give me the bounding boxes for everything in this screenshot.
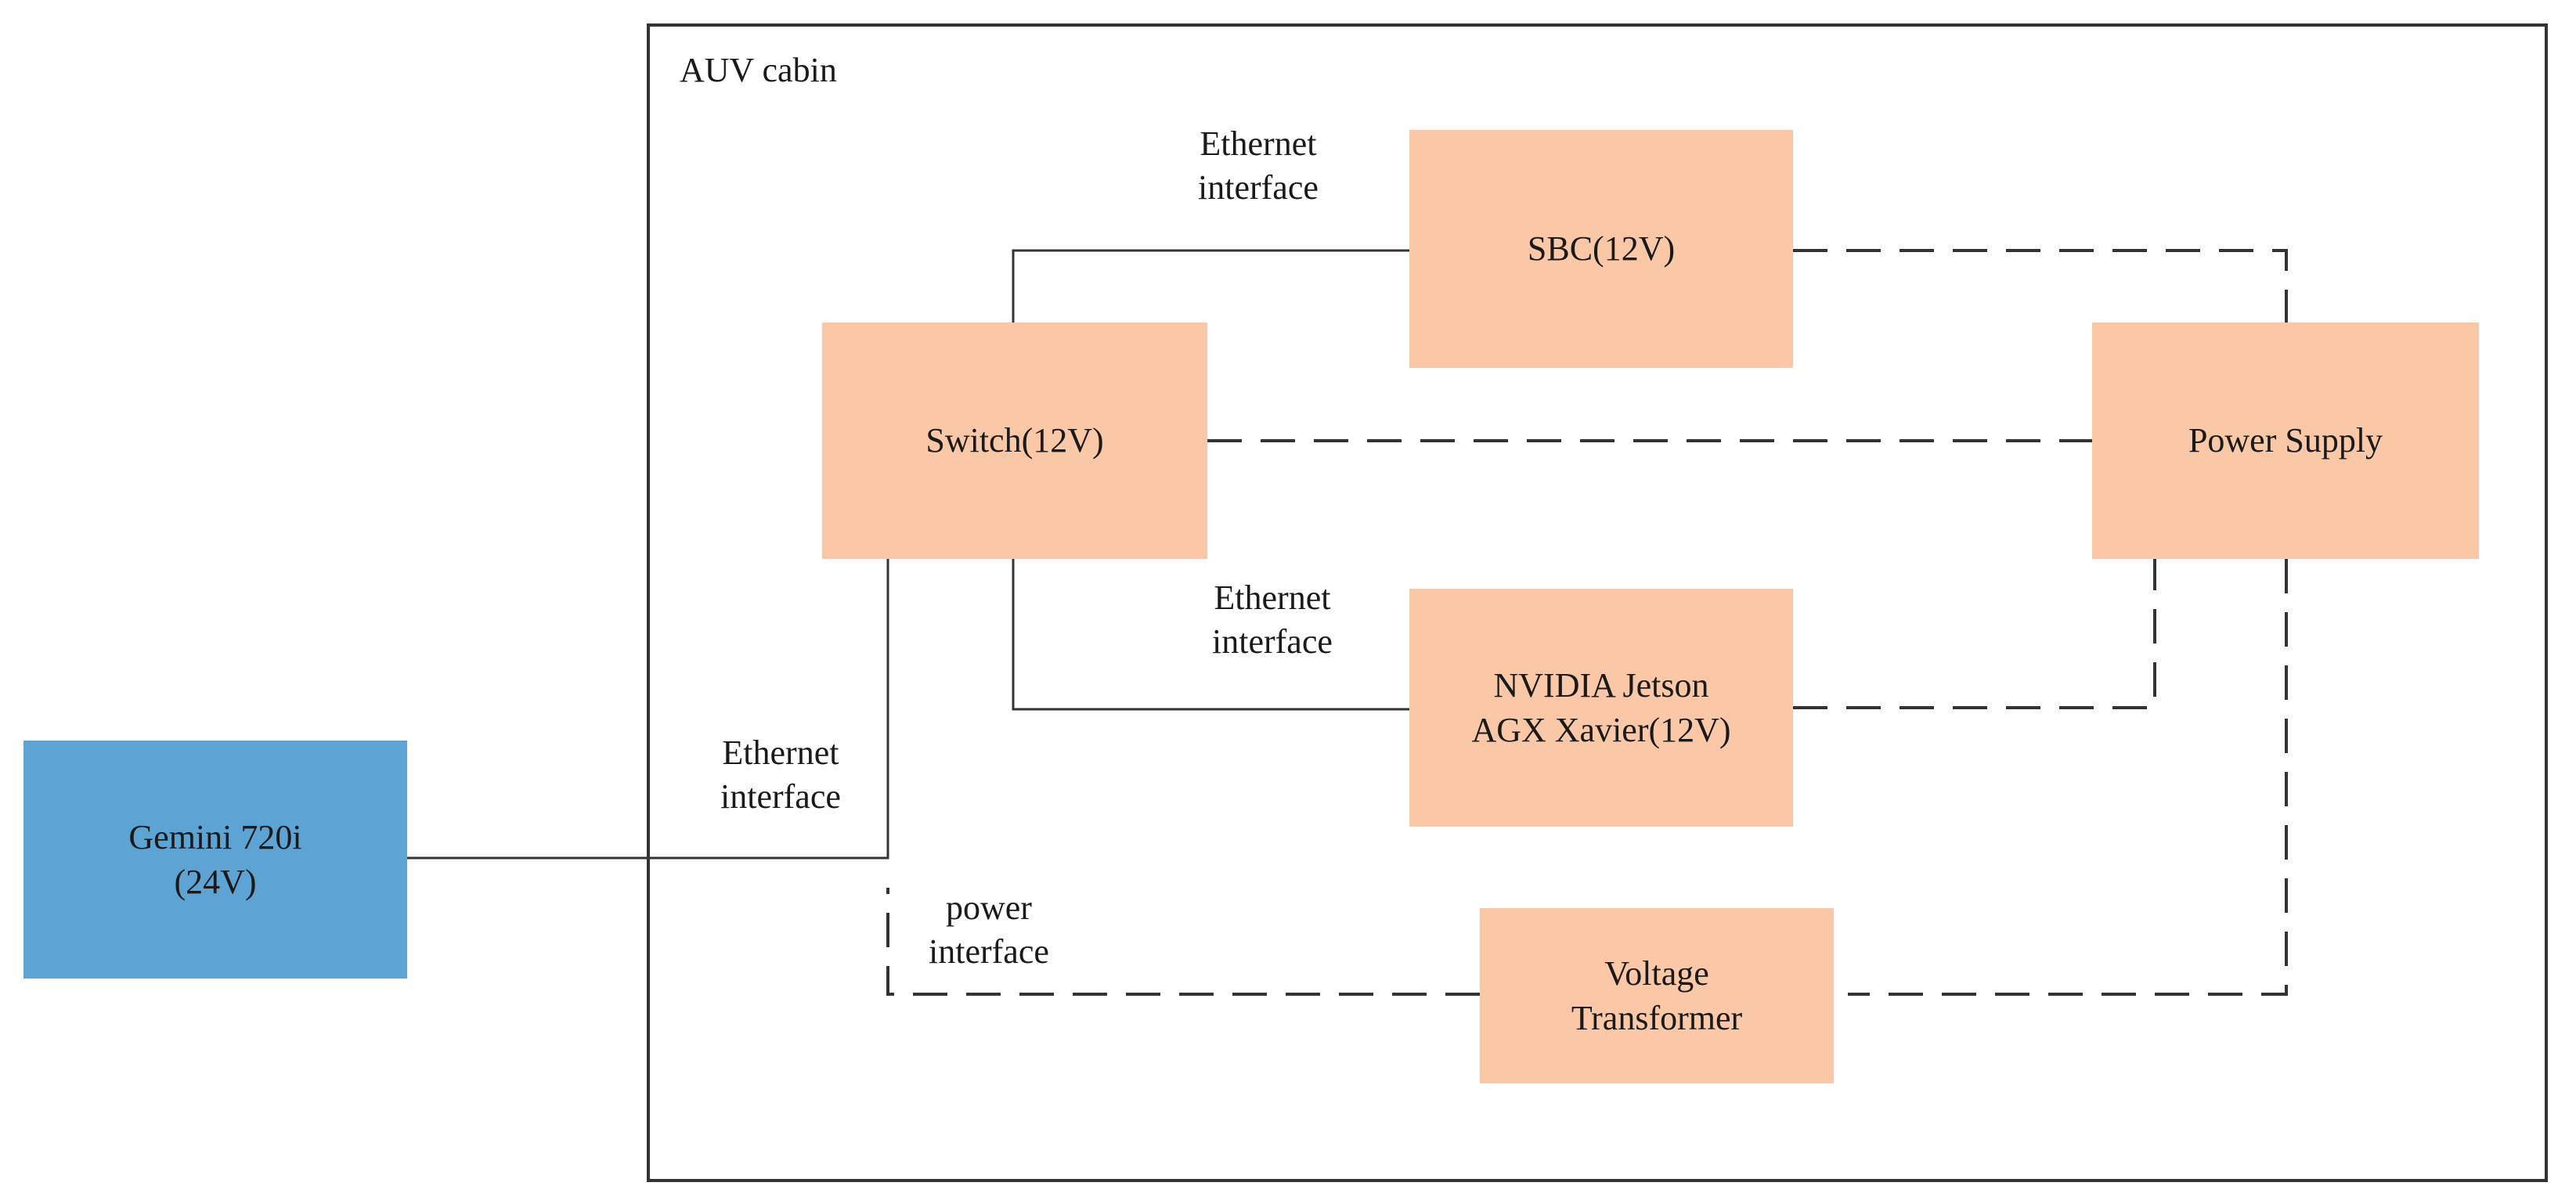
ethernet-label-jetson: Ethernet interface (1212, 576, 1333, 665)
gemini-node: Gemini 720i (24V) (23, 741, 407, 979)
voltage-transformer-line1: Voltage (1604, 953, 1709, 993)
ethernet-label-sbc: Ethernet interface (1198, 122, 1319, 211)
ethernet-label-jetson-line1: Ethernet (1214, 579, 1331, 617)
sbc-node: SBC(12V) (1409, 130, 1793, 368)
ethernet-label-jetson-line2: interface (1212, 622, 1333, 661)
sbc-node-label: SBC(12V) (1527, 229, 1676, 269)
power-interface-label: power interface (929, 886, 1049, 975)
gemini-node-line2: (24V) (174, 863, 257, 901)
power-line-sbc (1793, 249, 2288, 323)
ethernet-label-sbc-line2: interface (1198, 168, 1319, 207)
auv-cabin-border (647, 23, 2548, 1182)
jetson-node: NVIDIA Jetson AGX Xavier(12V) (1409, 589, 1793, 827)
switch-node: Switch(12V) (822, 323, 1207, 559)
switch-node-label: Switch(12V) (925, 421, 1104, 460)
gemini-node-line1: Gemini 720i (128, 817, 302, 856)
voltage-transformer-line2: Transformer (1571, 999, 1743, 1037)
power-supply-node-label: Power Supply (2188, 421, 2383, 460)
auv-cabin-label: AUV cabin (680, 49, 837, 92)
auv-cabin-label-text: AUV cabin (680, 51, 837, 89)
power-interface-label-line2: interface (929, 932, 1049, 971)
ethernet-label-gemini-line1: Ethernet (722, 734, 839, 772)
jetson-node-line2: AGX Xavier(12V) (1471, 711, 1731, 749)
ethernet-line-switch-jetson (1012, 559, 1409, 711)
power-line-jetson (1793, 559, 2156, 709)
ethernet-label-gemini-line2: interface (720, 777, 841, 816)
power-line-transformer-switch (886, 888, 1480, 996)
ethernet-line-switch-gemini (407, 559, 889, 860)
power-supply-node: Power Supply (2092, 323, 2479, 559)
jetson-node-line1: NVIDIA Jetson (1493, 665, 1709, 705)
ethernet-label-sbc-line1: Ethernet (1200, 124, 1317, 163)
voltage-transformer-node: Voltage Transformer (1480, 908, 1834, 1083)
ethernet-line-switch-sbc (1012, 249, 1409, 323)
ethernet-label-gemini: Ethernet interface (720, 731, 841, 820)
power-line-transformer-supply (1848, 559, 2288, 996)
power-interface-label-line1: power (945, 889, 1032, 927)
